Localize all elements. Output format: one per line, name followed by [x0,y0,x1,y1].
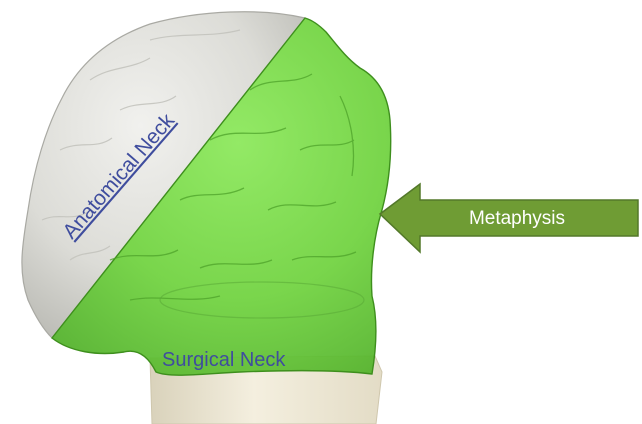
metaphysis-label: Metaphysis [469,208,565,229]
metaphysis-arrow: Metaphysis [380,184,638,252]
surgical-neck-label: Surgical Neck [162,349,286,371]
